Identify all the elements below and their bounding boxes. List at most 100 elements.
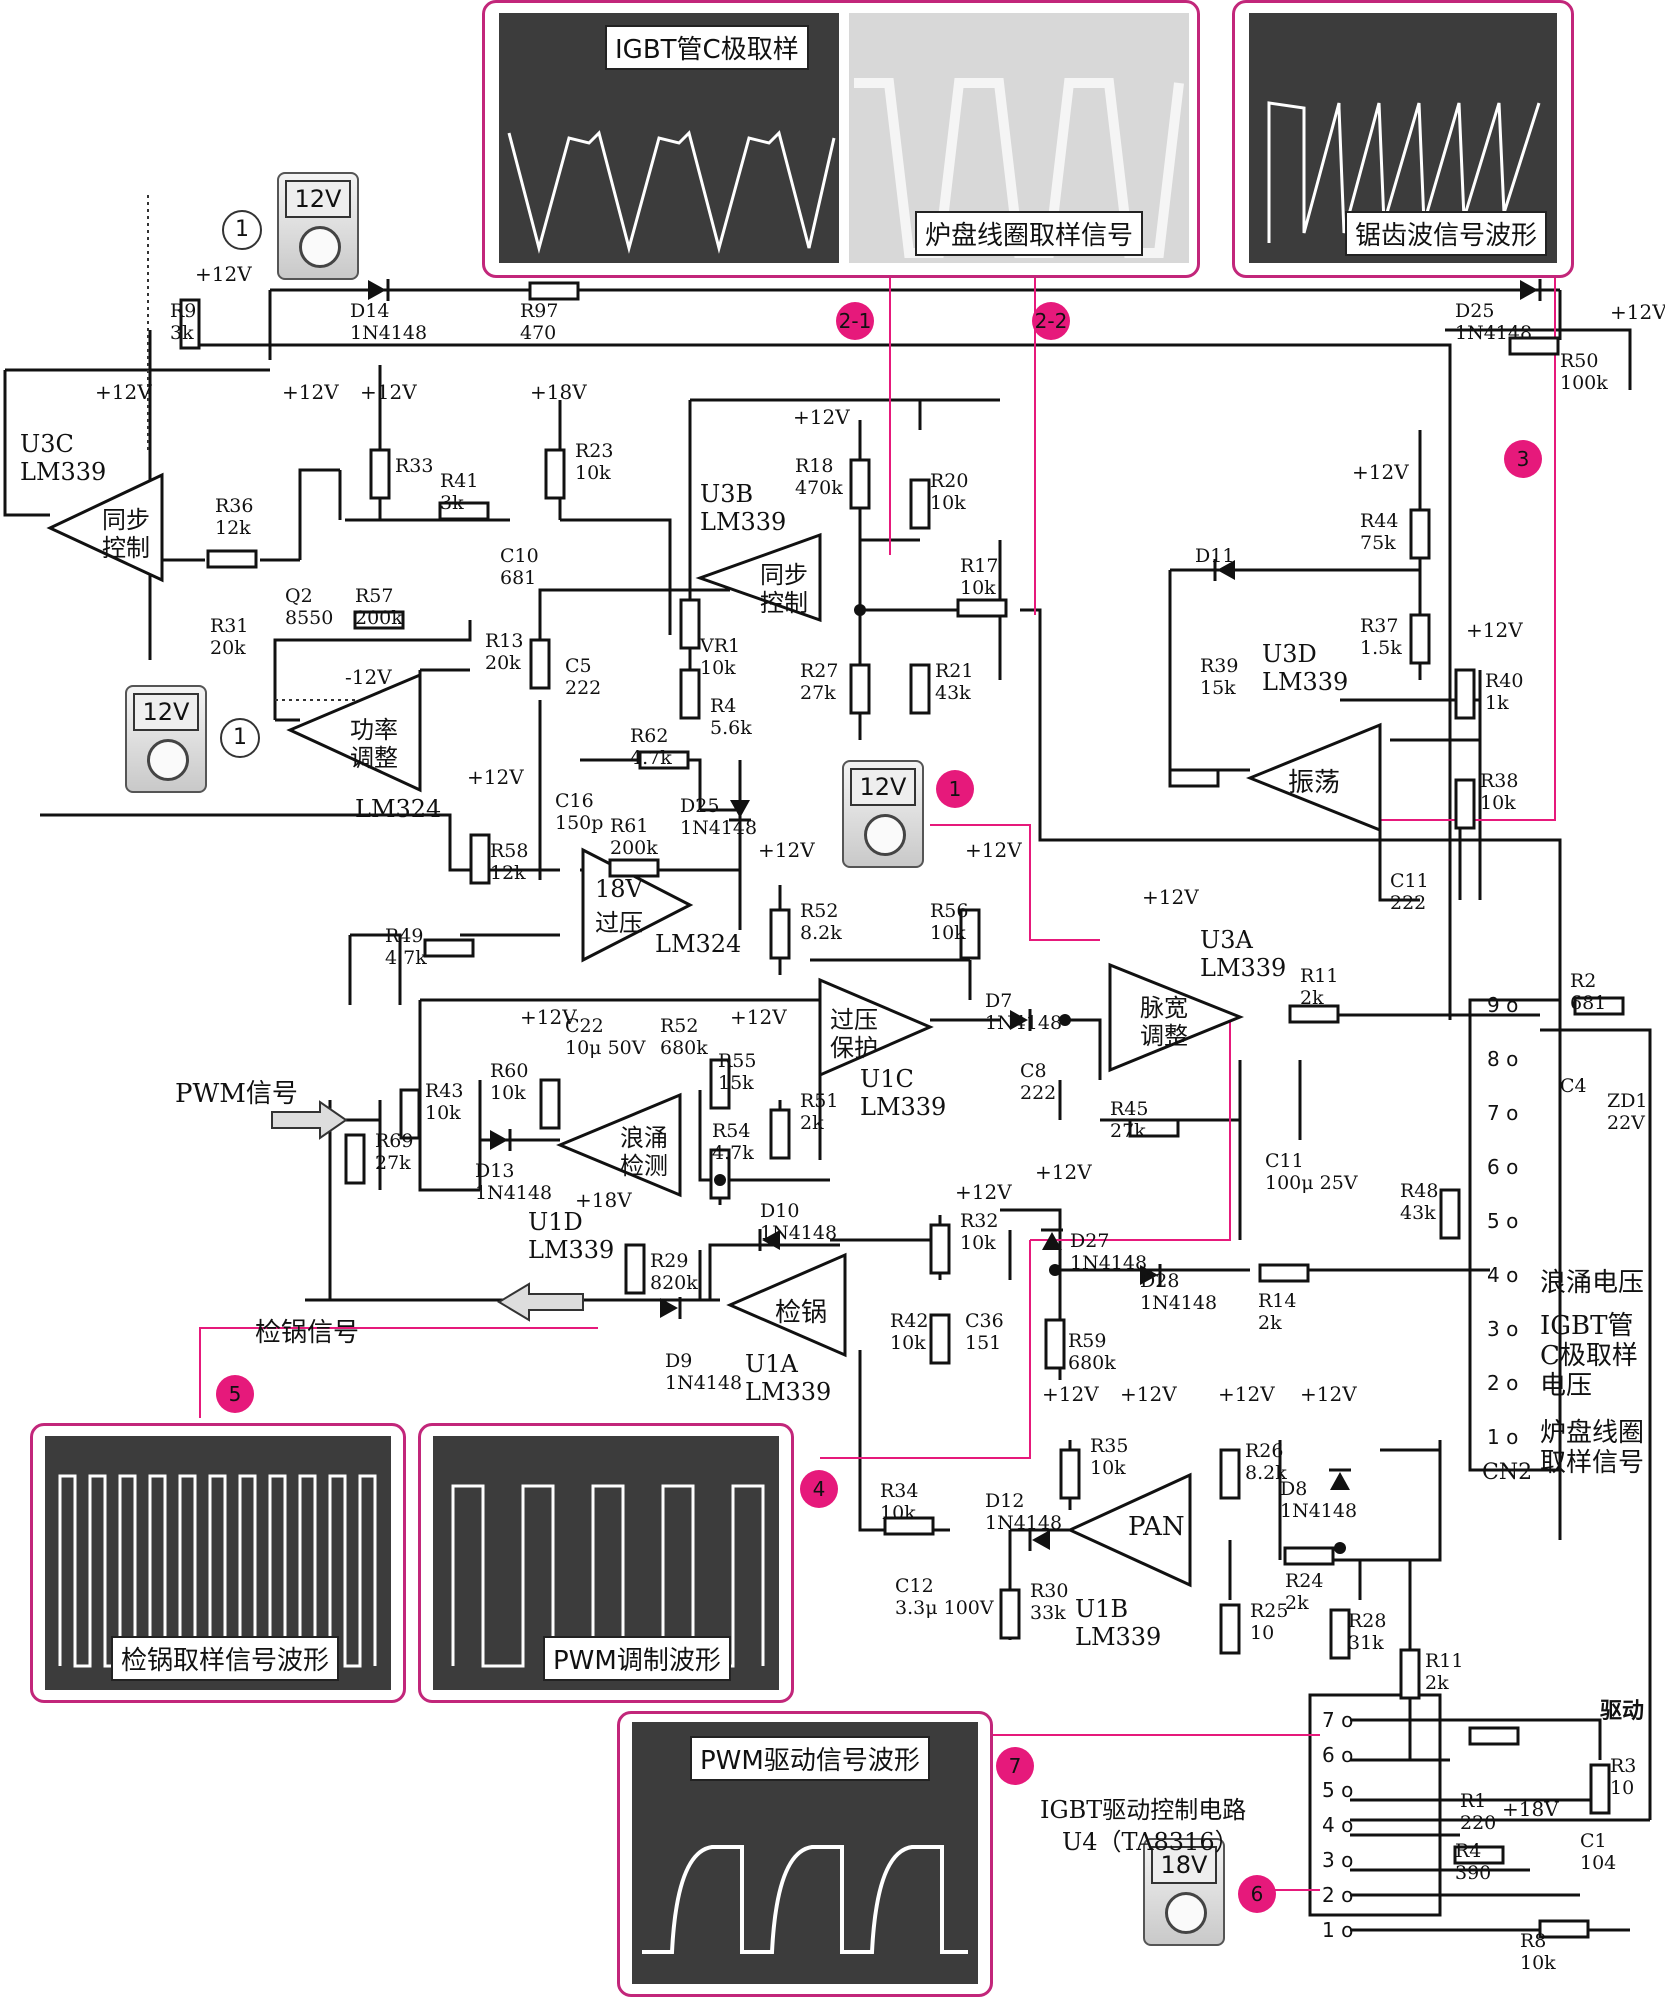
component-value: 1N4148 (985, 1012, 1063, 1034)
component-ref: C16 (555, 790, 594, 812)
component-ref: D27 (1070, 1230, 1110, 1252)
cn2-pin-8: 8 o (1487, 1047, 1519, 1071)
voltmeter-2-display: 12V (133, 693, 199, 731)
component-ref: R3 (1610, 1755, 1637, 1777)
component-value: 27k (1110, 1120, 1146, 1142)
resistor-vertical-15 (769, 908, 791, 960)
component-value: 10 (1610, 1777, 1635, 1799)
supply-12v-r9: +12V (195, 262, 252, 286)
component-value: 1k (1485, 692, 1509, 714)
component-ref: R44 (1360, 510, 1399, 532)
component-value: 10k (890, 1332, 926, 1354)
pwm-drive-waveform (642, 1845, 968, 1954)
pwm-signal-label: PWM信号 (175, 1079, 298, 1109)
resistor-vertical-8 (849, 663, 871, 715)
resistor-horizontal-6 (608, 858, 660, 878)
resistor-vertical-0 (179, 298, 201, 350)
component-value: 10k (960, 577, 996, 599)
component-ref: C1 (1580, 1830, 1607, 1852)
component-value: 1N4148 (985, 1512, 1063, 1534)
u4-pin-2: 2 o (1322, 1883, 1354, 1907)
u4-pin-1: 1 o (1322, 1918, 1354, 1942)
ov18-fn1: 18V (595, 875, 643, 903)
component-value: 12k (490, 862, 526, 884)
u1d-fn2: 检测 (620, 1152, 668, 1180)
component-ref: R34 (880, 1480, 919, 1502)
component-ref: ZD1 (1607, 1090, 1648, 1112)
power-adjust-triangle (286, 672, 422, 793)
component-value: 4.7k (630, 747, 672, 769)
component-ref: D25 (1455, 300, 1495, 322)
component-value: 5.6k (710, 717, 752, 739)
component-value: 8.2k (1245, 1462, 1287, 1484)
component-ref: R27 (800, 660, 839, 682)
resistor-vertical-6 (679, 668, 701, 720)
u1d-triangle (556, 1092, 682, 1198)
component-value: 10k (880, 1502, 916, 1524)
component-value: 10 (1250, 1622, 1275, 1644)
component-value: 10k (930, 492, 966, 514)
diode-5 (490, 1129, 512, 1151)
component-ref: D25 (680, 795, 720, 817)
resistor-horizontal-14 (1468, 1726, 1520, 1746)
resistor-horizontal-8 (1288, 1004, 1340, 1024)
scope-label-sawtooth: 锯齿波信号波形 (1345, 211, 1548, 256)
component-value: 1N4148 (665, 1372, 743, 1394)
component-ref: R39 (1200, 655, 1239, 677)
component-ref: R25 (1250, 1600, 1289, 1622)
supply-12v-r26: +12V (1218, 1382, 1275, 1406)
resistor-horizontal-4 (956, 598, 1008, 618)
component-value: 470k (795, 477, 843, 499)
resistor-vertical-2 (544, 448, 566, 500)
u3a-name: U3A (1200, 926, 1253, 954)
scope-label-pwm-modulation: PWM调制波形 (543, 1636, 731, 1681)
component-value: 680k (1068, 1352, 1116, 1374)
component-ref: C5 (565, 655, 592, 677)
scope-label-coil-sample: 炉盘线圈取样信号 (915, 211, 1144, 256)
u3a-part: LM339 (1200, 954, 1287, 982)
supply-12v-q2: +12V (282, 380, 339, 404)
cn2-pin-6: 6 o (1487, 1155, 1519, 1179)
cn2-pin-5: 5 o (1487, 1209, 1519, 1233)
component-value: 27k (375, 1152, 411, 1174)
supply-12v-r33: +12V (360, 380, 417, 404)
scope-label-igbt-c: IGBT管C极取样 (605, 25, 809, 70)
component-ref: R18 (795, 455, 834, 477)
resistor-vertical-23 (1439, 1188, 1461, 1240)
component-value: 1N4148 (1280, 1500, 1358, 1522)
resistor-horizontal-3 (353, 610, 405, 630)
supply-minus12v: -12V (345, 665, 392, 689)
component-ref: R31 (210, 615, 249, 637)
resistor-horizontal-9 (1573, 996, 1625, 1016)
supply-18v-u4: +18V (1502, 1797, 1559, 1821)
diode-1 (1520, 279, 1542, 301)
resistor-vertical-7 (529, 638, 551, 690)
marker-1-c: 1 (936, 770, 974, 808)
power-adjust-fn1: 功率 (350, 716, 398, 744)
u1b-name: U1B (1075, 1595, 1129, 1623)
component-value: 151 (965, 1332, 1002, 1354)
resistor-horizontal-16 (1538, 1919, 1590, 1939)
component-ref: R97 (520, 300, 559, 322)
resistor-vertical-4 (909, 478, 931, 530)
component-ref: R43 (425, 1080, 464, 1102)
marker-2-1: 2-1 (836, 302, 874, 340)
supply-18v-r29: +18V (575, 1188, 632, 1212)
component-ref: R38 (1480, 770, 1519, 792)
component-value: 220 (1460, 1812, 1497, 1834)
